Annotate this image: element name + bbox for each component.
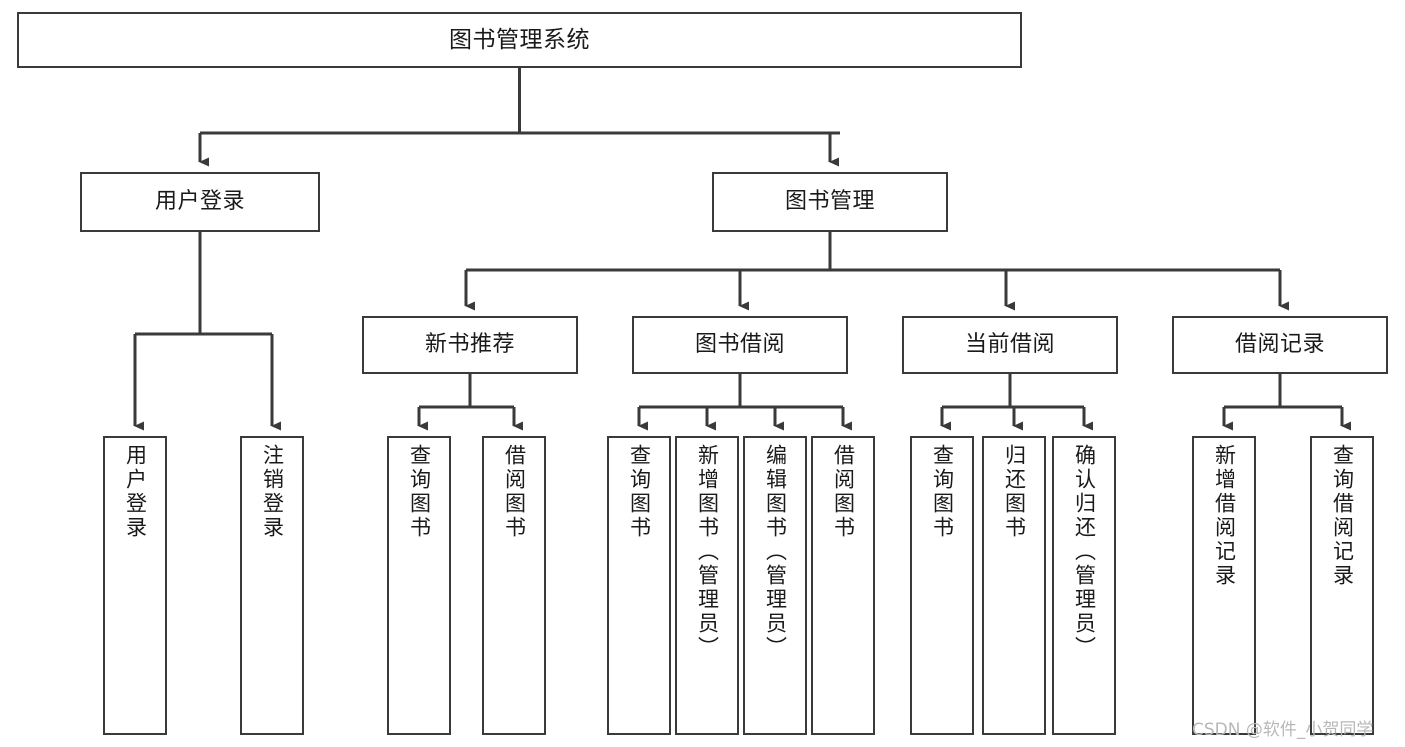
node-user-login-label: 用户登录: [154, 189, 245, 215]
leaf-add-book-admin[interactable]: 新增图书（管理员）: [675, 436, 739, 735]
node-current-borrow-label: 当前借阅: [964, 332, 1055, 358]
node-new-book-recommend-label: 新书推荐: [424, 332, 515, 358]
leaf-user-login-label: 用户登录: [123, 444, 148, 540]
node-book-management-label: 图书管理: [784, 189, 875, 215]
node-book-borrow[interactable]: 图书借阅: [632, 316, 848, 374]
node-borrow-record[interactable]: 借阅记录: [1172, 316, 1388, 374]
leaf-borrow-books-bb[interactable]: 借阅图书: [811, 436, 875, 735]
leaf-add-borrow-record[interactable]: 新增借阅记录: [1192, 436, 1256, 735]
leaf-add-borrow-record-label: 新增借阅记录: [1212, 444, 1237, 588]
leaf-borrow-books-bb-label: 借阅图书: [831, 444, 856, 540]
leaf-confirm-return-admin-label: 确认归还（管理员）: [1072, 444, 1097, 660]
leaf-borrow-books-nbr[interactable]: 借阅图书: [482, 436, 546, 735]
leaf-logout-label: 注销登录: [260, 444, 285, 540]
leaf-return-books-label: 归还图书: [1002, 444, 1027, 540]
leaf-add-book-admin-label: 新增图书（管理员）: [695, 444, 720, 660]
leaf-query-borrow-record[interactable]: 查询借阅记录: [1310, 436, 1374, 735]
leaf-edit-book-admin[interactable]: 编辑图书（管理员）: [743, 436, 807, 735]
node-user-login[interactable]: 用户登录: [80, 172, 320, 232]
leaf-edit-book-admin-label: 编辑图书（管理员）: [763, 444, 788, 660]
node-root[interactable]: 图书管理系统: [17, 12, 1022, 68]
node-book-borrow-label: 图书借阅: [694, 332, 785, 358]
leaf-user-login[interactable]: 用户登录: [103, 436, 167, 735]
node-root-label: 图书管理系统: [449, 26, 590, 53]
node-current-borrow[interactable]: 当前借阅: [902, 316, 1118, 374]
node-book-management[interactable]: 图书管理: [712, 172, 948, 232]
leaf-query-books-nbr[interactable]: 查询图书: [387, 436, 451, 735]
node-borrow-record-label: 借阅记录: [1234, 332, 1325, 358]
leaf-query-books-bb[interactable]: 查询图书: [607, 436, 671, 735]
leaf-query-books-nbr-label: 查询图书: [407, 444, 432, 540]
csdn-watermark: CSDN @软件_小贺同学: [1192, 720, 1374, 740]
leaf-query-borrow-record-label: 查询借阅记录: [1330, 444, 1355, 588]
node-new-book-recommend[interactable]: 新书推荐: [362, 316, 578, 374]
leaf-query-books-bb-label: 查询图书: [627, 444, 652, 540]
leaf-return-books[interactable]: 归还图书: [982, 436, 1046, 735]
leaf-confirm-return-admin[interactable]: 确认归还（管理员）: [1052, 436, 1116, 735]
leaf-borrow-books-nbr-label: 借阅图书: [502, 444, 527, 540]
leaf-query-books-cb-label: 查询图书: [930, 444, 955, 540]
leaf-query-books-cb[interactable]: 查询图书: [910, 436, 974, 735]
leaf-logout[interactable]: 注销登录: [240, 436, 304, 735]
